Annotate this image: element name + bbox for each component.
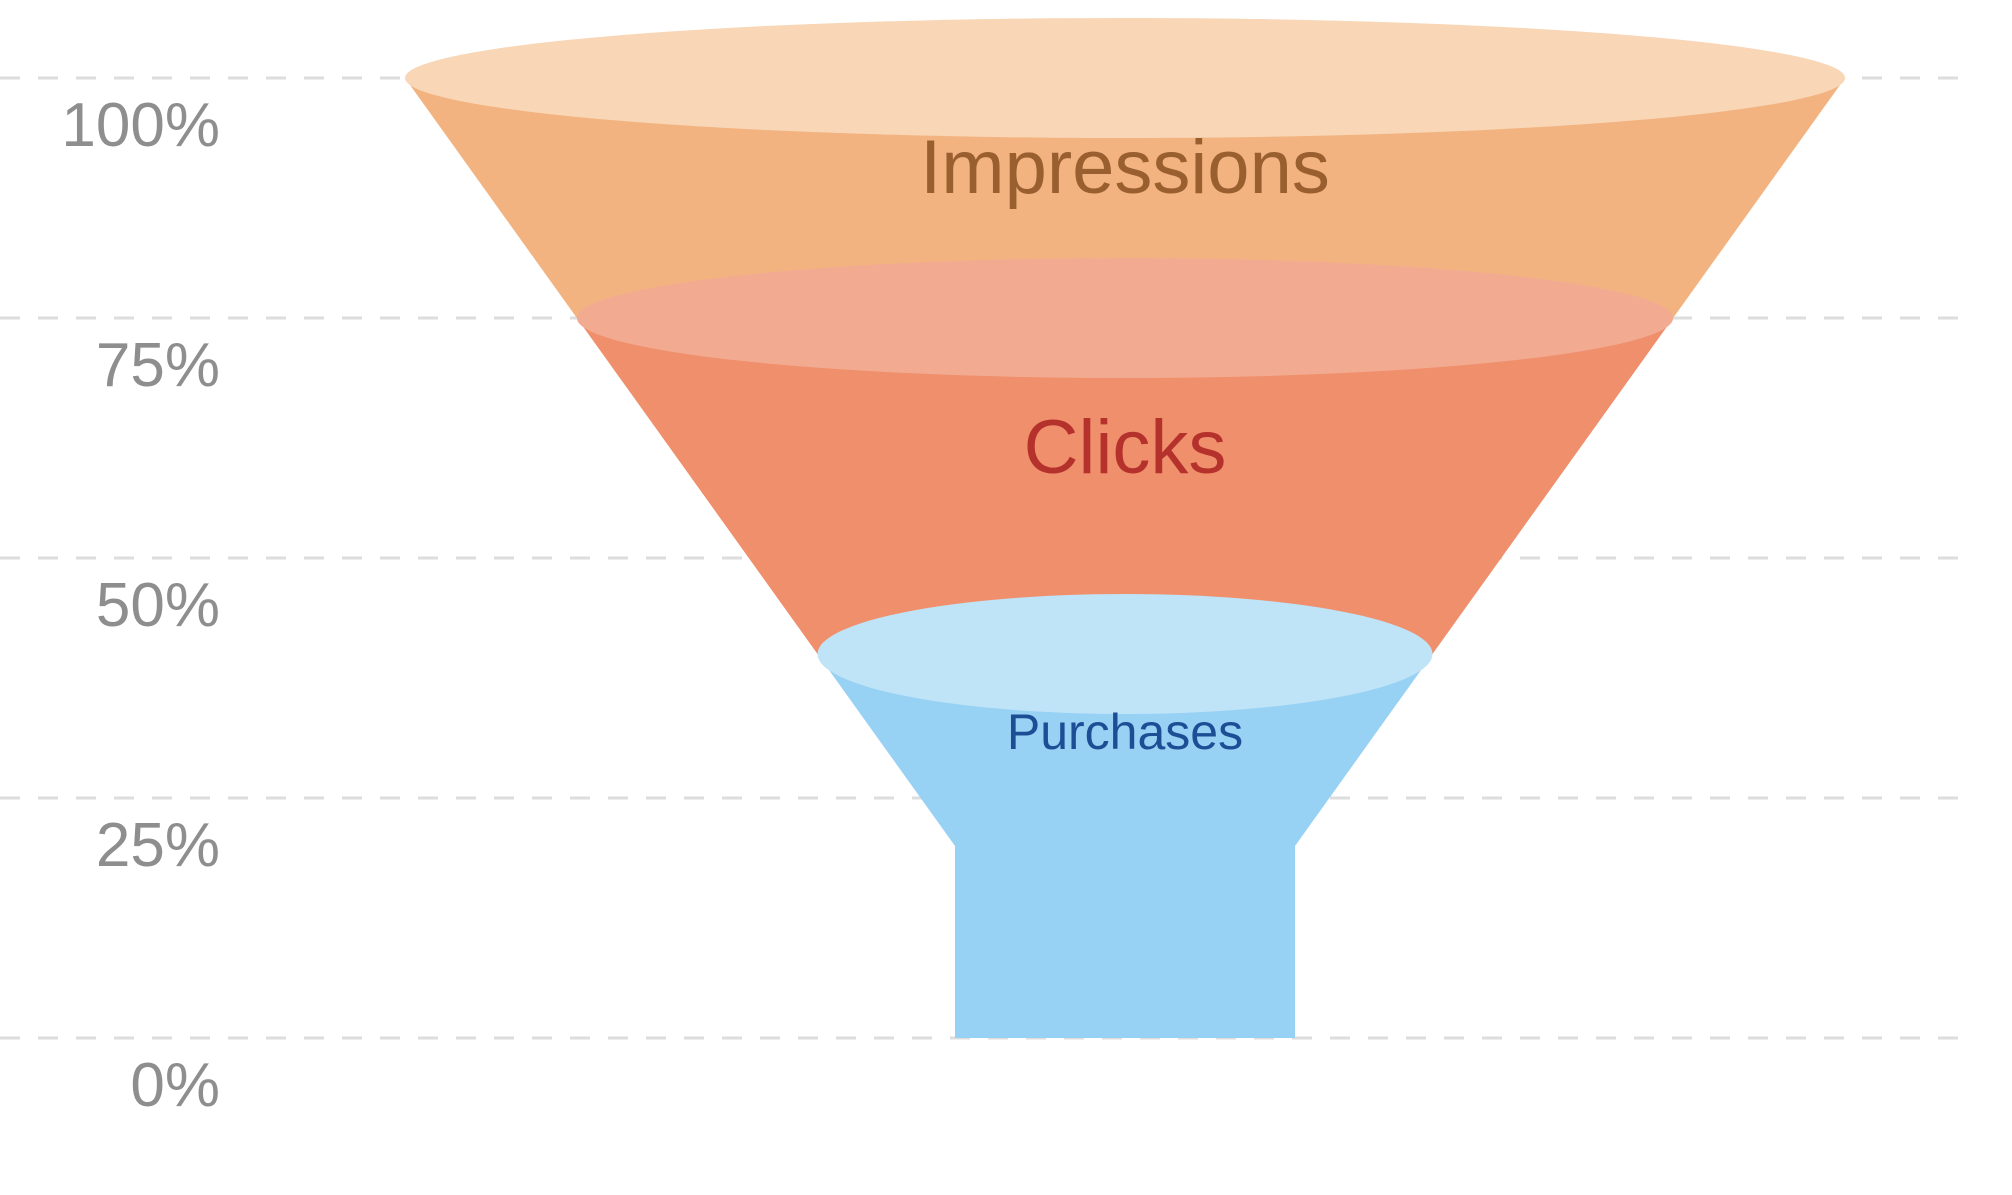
funnel-stage-impressions [405,78,1845,318]
funnel-stage-clicks [576,318,1674,654]
funnel-body [405,18,1845,1038]
stage-label: Clicks [1024,405,1227,490]
funnel-stage-purchases [817,654,1433,1038]
y-tick-label: 75% [96,331,220,400]
y-tick-label: 100% [61,91,220,160]
stage-label: Purchases [1007,704,1243,760]
y-tick-label: 0% [130,1051,220,1120]
funnel-stage-top-impressions [405,18,1845,138]
funnel-stage-top-clicks [576,258,1674,378]
y-tick-label: 50% [96,571,220,640]
stage-label: Impressions [920,125,1330,210]
y-axis-ticks: 0% 25% 50% 75% 100% [61,91,220,1120]
funnel-stage-top-purchases [817,594,1433,714]
y-tick-label: 25% [96,811,220,880]
